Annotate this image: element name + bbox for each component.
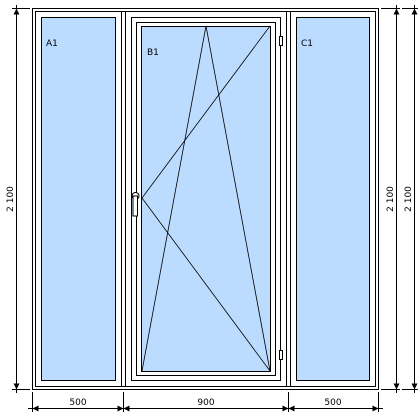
pane-a1-glass (41, 17, 116, 381)
right-inner-height-dimension: 2 100 (381, 5, 400, 393)
hinge-top-icon (279, 36, 283, 46)
handle-icon (131, 192, 140, 217)
pane-a1: A1 (35, 11, 122, 387)
pane-c1-glass (296, 17, 370, 381)
dim-width-b: 900 (197, 398, 214, 408)
dim-height-right-inner: 2 100 (386, 186, 396, 212)
hinge-bottom-icon (279, 350, 283, 360)
mullion-right (286, 11, 291, 387)
pane-b1: B1 (125, 11, 287, 387)
right-outer-height-dimension: 2 100 (402, 5, 418, 393)
mullion-left (121, 11, 126, 387)
pane-b1-glass (141, 26, 271, 372)
dim-width-c: 500 (324, 398, 341, 408)
pane-a1-label: A1 (46, 39, 58, 49)
dim-width-a: 500 (69, 398, 86, 408)
left-height-dimension: 2 100 (6, 5, 30, 393)
tilt-symbol (141, 25, 271, 372)
turn-symbol (141, 25, 271, 372)
pane-c1: C1 (290, 11, 376, 387)
dim-height-right-outer: 2 100 (404, 186, 414, 212)
pane-c1-label: C1 (301, 39, 313, 49)
dim-height-left: 2 100 (6, 186, 16, 212)
bottom-dimension: 500 900 500 (28, 392, 383, 412)
pane-b1-label: B1 (147, 48, 159, 58)
